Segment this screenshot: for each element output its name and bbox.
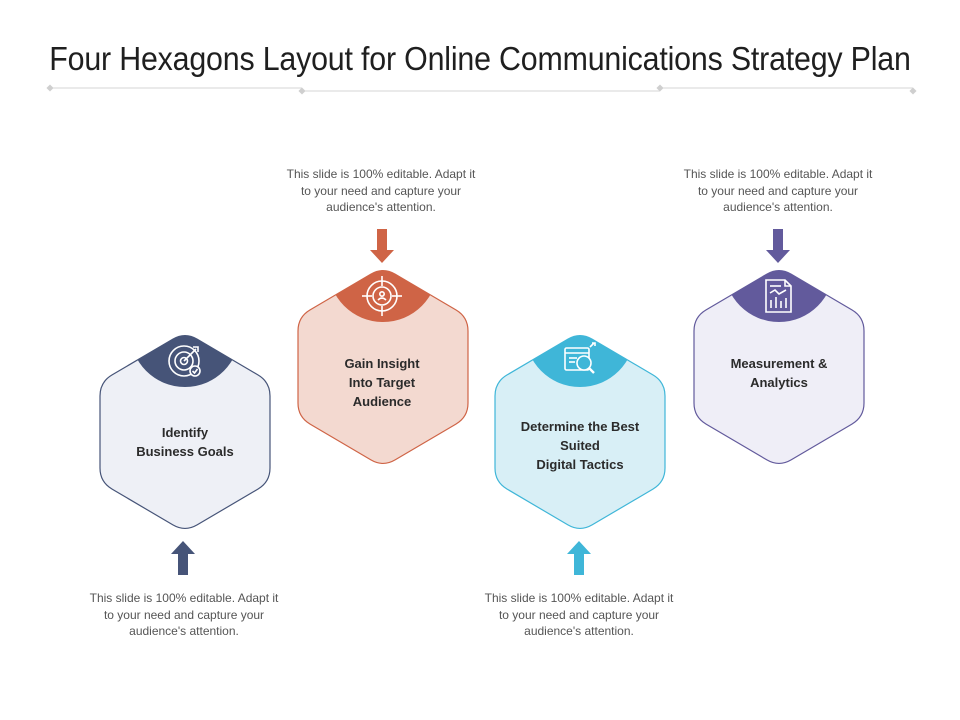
step-label-measurement: Measurement & Analytics bbox=[730, 356, 828, 390]
step-label-gain-insight: Gain Insight Into Target Audience bbox=[344, 356, 420, 409]
divider-dot bbox=[909, 87, 917, 95]
crosshair-person-icon bbox=[362, 276, 402, 316]
browser-magnifier-icon bbox=[564, 342, 596, 374]
divider-dot bbox=[298, 87, 306, 95]
hexagon-step-3 bbox=[494, 334, 666, 575]
hexagon-cap bbox=[525, 335, 635, 387]
page-title: Four Hexagons Layout for Online Communic… bbox=[49, 40, 911, 77]
title-divider bbox=[46, 84, 917, 95]
step-label-identify: Identify Business Goals bbox=[136, 425, 234, 459]
step-description-measurement: This slide is 100% editable. Adapt it to… bbox=[683, 167, 873, 214]
down-arrow bbox=[370, 229, 394, 263]
up-arrow bbox=[171, 541, 195, 575]
report-document-icon bbox=[765, 279, 792, 313]
step-description-gain-insight: This slide is 100% editable. Adapt it to… bbox=[286, 167, 476, 214]
step-description-identify: This slide is 100% editable. Adapt it to… bbox=[89, 591, 279, 638]
up-arrow bbox=[567, 541, 591, 575]
hexagon-body bbox=[297, 269, 469, 465]
hexagon-cap bbox=[328, 270, 438, 322]
hexagon-body bbox=[494, 334, 666, 530]
hexagon-step-1 bbox=[99, 334, 271, 575]
hexagon-cap bbox=[130, 335, 240, 387]
step-label-determine: Determine the Best Suited Digital Tactic… bbox=[520, 419, 640, 472]
hexagon-step-2 bbox=[297, 229, 469, 465]
target-arrow-check-icon bbox=[168, 345, 201, 377]
hexagon-body bbox=[693, 269, 865, 465]
down-arrow bbox=[766, 229, 790, 263]
step-description-determine: This slide is 100% editable. Adapt it to… bbox=[484, 591, 674, 638]
divider-dot bbox=[656, 84, 664, 92]
hexagon-body bbox=[99, 334, 271, 530]
hexagon-step-4 bbox=[693, 229, 865, 465]
hexagon-cap bbox=[724, 270, 834, 322]
